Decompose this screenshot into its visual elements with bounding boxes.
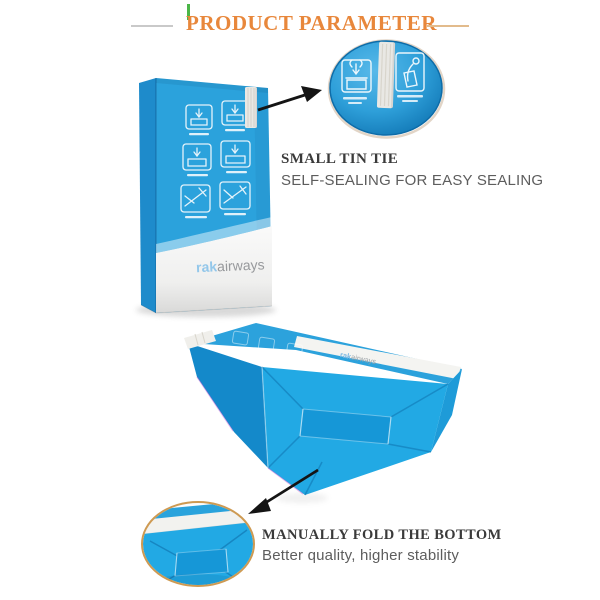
bag-top-face [188, 323, 462, 384]
standing-bag-photo: rakairways [136, 78, 276, 317]
callout-fold-highlights [174, 548, 229, 577]
lying-bag-shadow [276, 493, 328, 503]
bag-right-face [431, 369, 462, 452]
fold-highlights [261, 366, 392, 469]
brand-prefix: rak [196, 258, 218, 275]
tin-tie-callout [327, 39, 446, 139]
brand-suffix: airways [217, 256, 265, 274]
fold-creases [261, 366, 449, 496]
bag-top-fold [156, 78, 268, 93]
bag-swoosh-sheen [156, 217, 272, 253]
instruction-pictogram-3 [182, 143, 212, 171]
zoom-arrow-bottom-fold [248, 468, 319, 514]
tin-tie [245, 87, 257, 128]
feature-bottom-fold-subheading: Better quality, higher stability [262, 547, 460, 564]
header-rule-right [427, 25, 469, 27]
brand-logo: rakairways [196, 256, 265, 275]
instruction-pictogram-6 [219, 181, 251, 210]
pictogram-captions [185, 129, 247, 219]
bag-gusset [139, 78, 156, 313]
instruction-pictogram-5 [180, 184, 211, 213]
bottom-fold-strip [299, 408, 392, 445]
callout-arabic-captions [343, 95, 423, 104]
pictogram-open-bag [341, 59, 372, 93]
instruction-pictogram-4 [220, 140, 251, 168]
header-rule-left [131, 25, 173, 27]
callout-fold-strip [174, 548, 229, 577]
brand-band [294, 336, 461, 379]
green-accent-bar [187, 4, 190, 20]
bag-swoosh-band [156, 226, 272, 313]
callout-ring [141, 501, 255, 587]
feature-bottom-fold-heading: MANUALLY FOLD THE BOTTOM [262, 527, 502, 543]
page-title: PRODUCT PARAMETER [186, 11, 437, 35]
callout-fold-creases [149, 529, 248, 585]
faint-print-icons [231, 330, 304, 358]
pictogram-motion-sickness [395, 52, 425, 92]
bag-bottom-edge [140, 304, 273, 314]
zoom-arrow-tin-tie [257, 86, 322, 112]
feature-tin-tie-heading: SMALL TIN TIE [281, 151, 399, 167]
callout-white-strip [143, 509, 253, 535]
instruction-pictogram-1 [185, 104, 213, 130]
feature-tin-tie-subheading: SELF-SEALING FOR EASY SEALING [281, 172, 544, 189]
tin-tie-corner [184, 330, 216, 349]
edge-fringe [196, 376, 304, 495]
callout-tin-tie [376, 41, 396, 109]
bag-side-face [188, 343, 268, 468]
bottom-fold-callout [141, 501, 255, 587]
lying-bag-photo: rakairways [184, 323, 462, 503]
